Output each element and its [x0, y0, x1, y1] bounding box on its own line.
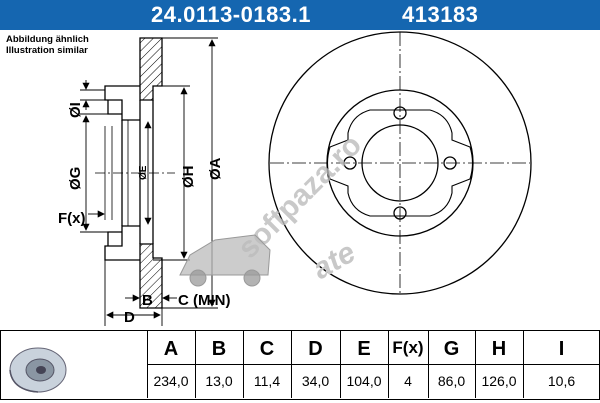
label-a: ØA: [207, 157, 224, 180]
label-d: D: [124, 309, 135, 326]
title-bar: 24.0113-0183.1 413183: [0, 0, 600, 30]
col-header-g: G: [443, 338, 460, 360]
note-line-de: Abbildung ähnlich: [6, 34, 89, 45]
note-line-en: Illustration similar: [6, 45, 88, 56]
column-e: E 104,0: [340, 330, 389, 398]
disc-thumbnail: [0, 330, 148, 398]
svg-text:ate: ate: [307, 236, 361, 286]
col-value-e: 104,0: [346, 373, 382, 389]
column-d: D 34,0: [291, 330, 341, 398]
col-header-d: D: [308, 338, 323, 360]
column-c: C 11,4: [243, 330, 292, 398]
label-b: B: [142, 292, 153, 309]
col-header-f: F(x): [392, 338, 424, 357]
col-header-i: I: [558, 338, 565, 360]
column-b: B 13,0: [195, 330, 244, 398]
column-h: H 126,0: [475, 330, 524, 398]
label-e: ØE: [138, 165, 149, 180]
column-f: F(x) 4: [388, 330, 429, 398]
col-value-h: 126,0: [481, 373, 517, 389]
col-value-b: 13,0: [205, 373, 233, 389]
col-value-i: 10,6: [547, 373, 576, 389]
brake-disc-drawing: ØA ØH ØE ØG ØI F(x) B C (MIN) D softpaza…: [58, 31, 532, 326]
label-f: F(x): [58, 210, 86, 227]
col-value-g: 86,0: [437, 373, 466, 389]
col-value-c: 11,4: [253, 373, 281, 389]
col-header-c: C: [259, 338, 275, 360]
label-c: C (MIN): [178, 292, 231, 309]
illustration-note: Abbildung ähnlich Illustration similar: [6, 34, 89, 56]
col-value-a: 234,0: [153, 373, 189, 389]
col-header-b: B: [211, 338, 227, 360]
car-logo-icon: [179, 234, 271, 287]
label-i: ØI: [67, 102, 84, 118]
ate-logo: ate: [307, 236, 361, 286]
reference-number: 413183: [402, 2, 479, 27]
dimension-table: A 234,0 B 13,0 C 11,4 D 34,0 E 104,0 F(x…: [0, 330, 600, 400]
col-header-a: A: [163, 338, 179, 360]
col-header-e: E: [357, 338, 371, 360]
column-i: I 10,6: [523, 330, 600, 398]
label-h: ØH: [180, 166, 197, 189]
front-view: [268, 31, 532, 295]
column-a: A 234,0: [147, 330, 196, 398]
section-view: [95, 37, 175, 309]
col-value-f: 4: [404, 373, 412, 389]
column-g: G 86,0: [428, 330, 476, 398]
col-header-h: H: [491, 338, 507, 360]
col-value-d: 34,0: [301, 373, 330, 389]
part-number: 24.0113-0183.1: [151, 2, 311, 27]
label-g: ØG: [67, 167, 84, 190]
